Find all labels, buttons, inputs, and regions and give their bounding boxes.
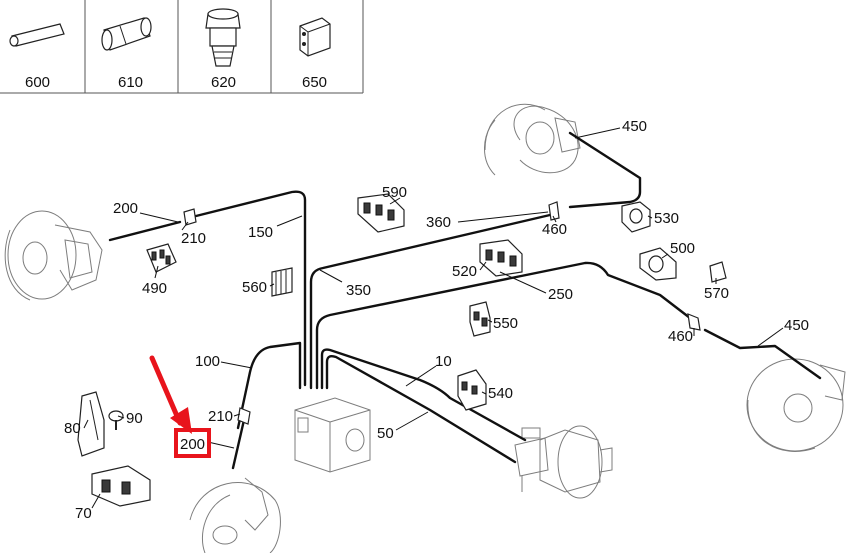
- highlight-annotation: [149, 355, 211, 458]
- callout-490[interactable]: 490: [142, 280, 167, 297]
- distributor-block-550: [469, 301, 491, 337]
- brake-master-cylinder-booster: [514, 425, 613, 499]
- callout-460-upper[interactable]: 460: [542, 221, 567, 238]
- distributor-block-590: [357, 193, 405, 233]
- clip-460-upper: [548, 201, 560, 221]
- callout-500[interactable]: 500: [670, 240, 695, 257]
- bleed-screw-icon: [205, 8, 241, 67]
- highlight-arrow-head: [170, 407, 192, 434]
- callout-450-lower[interactable]: 450: [784, 317, 809, 334]
- callout-590[interactable]: 590: [382, 184, 407, 201]
- callout-520[interactable]: 520: [452, 263, 477, 280]
- screw-90: [108, 410, 124, 430]
- bracket-block-icon: [299, 17, 331, 57]
- callout-150[interactable]: 150: [248, 224, 273, 241]
- distributor-block-520: [479, 239, 523, 277]
- callout-560[interactable]: 560: [242, 279, 267, 296]
- highlight-arrow: [149, 355, 183, 426]
- pipe-50: [325, 354, 517, 464]
- callout-10[interactable]: 10: [435, 353, 452, 370]
- callout-labels: 450 590 200 210 150 360 460 530 490 500 …: [64, 118, 809, 522]
- callout-530[interactable]: 530: [654, 210, 679, 227]
- callout-200-lower[interactable]: 200: [180, 436, 205, 453]
- clip-460-lower: [687, 313, 701, 331]
- leader-lines: [83, 127, 784, 509]
- clip-210-upper: [183, 208, 197, 226]
- pipe-150: [190, 190, 307, 387]
- pipe-450-left: [703, 328, 822, 380]
- callout-50[interactable]: 50: [377, 425, 394, 442]
- pipe-10: [320, 348, 527, 442]
- highlight-box: [174, 428, 211, 458]
- callout-350[interactable]: 350: [346, 282, 371, 299]
- clip-210-lower: [237, 407, 251, 425]
- abs-hydraulic-unit: [294, 397, 371, 473]
- bracket-80: [77, 391, 105, 457]
- callout-90[interactable]: 90: [126, 410, 143, 427]
- callout-70[interactable]: 70: [75, 505, 92, 522]
- thumbnail-label: 600: [25, 74, 50, 91]
- callout-450-upper[interactable]: 450: [622, 118, 647, 135]
- callout-210-upper[interactable]: 210: [181, 230, 206, 247]
- callout-200-upper[interactable]: 200: [113, 200, 138, 217]
- callout-360[interactable]: 360: [426, 214, 451, 231]
- comb-clip-560: [271, 267, 293, 297]
- holder-490: [146, 243, 177, 273]
- callout-80[interactable]: 80: [64, 420, 81, 437]
- thumbnail-650[interactable]: 650: [299, 17, 331, 91]
- callout-550[interactable]: 550: [493, 315, 518, 332]
- thumbnail-strip: 600 610 620: [0, 0, 364, 94]
- callout-210-lower[interactable]: 210: [208, 408, 233, 425]
- thumbnail-600[interactable]: 600: [9, 23, 65, 91]
- pipe-hose-200b: [231, 418, 246, 470]
- clip-570: [709, 261, 727, 283]
- tube-insert-icon: [9, 23, 65, 47]
- hex-fitting-icon: [101, 17, 152, 51]
- callout-540[interactable]: 540: [488, 385, 513, 402]
- pipe-100: [236, 341, 302, 430]
- thumbnail-label: 610: [118, 74, 143, 91]
- callout-250[interactable]: 250: [548, 286, 573, 303]
- front-right-brake-disc: [189, 477, 281, 553]
- front-left-brake-disc: [4, 210, 103, 301]
- distributor-block-540: [457, 369, 487, 411]
- thumbnail-610[interactable]: 610: [101, 17, 152, 91]
- callout-570[interactable]: 570: [704, 285, 729, 302]
- brake-pipes: [108, 131, 822, 470]
- pipe-350: [309, 213, 552, 390]
- thumbnail-label: 620: [211, 74, 236, 91]
- thumbnail-620[interactable]: 620: [205, 8, 241, 91]
- callout-100[interactable]: 100: [195, 353, 220, 370]
- bracket-70: [91, 465, 151, 507]
- pipe-hose-200a: [108, 220, 182, 242]
- rear-left-brake-disc: [746, 358, 846, 452]
- pipe-250: [315, 261, 692, 390]
- pipe-450-rear: [568, 131, 642, 209]
- thumbnail-label: 650: [302, 74, 327, 91]
- bracket-500: [639, 247, 677, 281]
- callout-460-lower[interactable]: 460: [668, 328, 693, 345]
- rear-right-brake-disc: [484, 103, 581, 176]
- bracket-530: [621, 201, 651, 233]
